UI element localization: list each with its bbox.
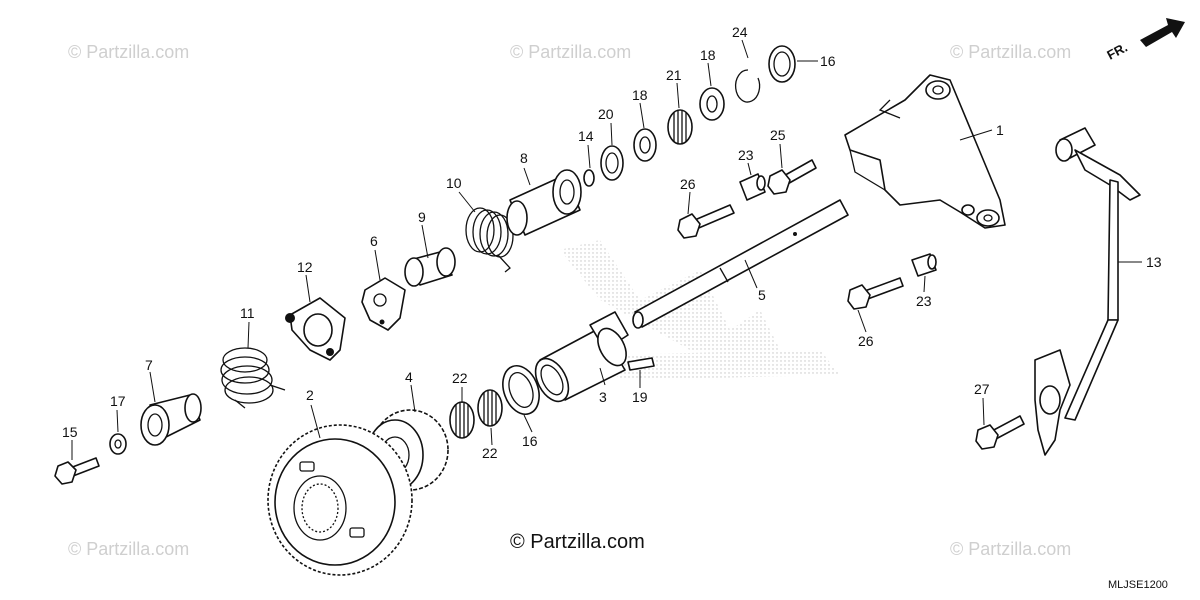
part-16-washer-lower xyxy=(502,364,540,416)
callout-16-lower: 16 xyxy=(522,433,538,449)
part-9-collar xyxy=(404,247,456,287)
callout-5: 5 xyxy=(758,287,766,303)
part-18-washer-a xyxy=(633,128,657,162)
part-23-dowel-a xyxy=(739,173,766,201)
callout-16-upper: 16 xyxy=(820,53,836,69)
watermark-bottom-right: © Partzilla.com xyxy=(950,539,1071,559)
callout-10: 10 xyxy=(446,175,462,191)
callout-17: 17 xyxy=(110,393,126,409)
callout-23-b: 23 xyxy=(916,293,932,309)
callout-26-b: 26 xyxy=(858,333,874,349)
part-1-housing xyxy=(844,74,1006,229)
callout-labels: 1 2 3 4 5 6 7 8 9 10 11 12 13 14 15 16 1… xyxy=(62,24,1162,461)
part-11-spring xyxy=(220,347,286,409)
part-8-drum-center xyxy=(506,169,582,236)
callout-20: 20 xyxy=(598,106,614,122)
callout-4: 4 xyxy=(405,369,413,385)
watermark-bottom-left: © Partzilla.com xyxy=(68,539,189,559)
part-5-shaft xyxy=(632,199,849,329)
copyright-text: © Partzilla.com xyxy=(510,531,645,553)
callout-27: 27 xyxy=(974,381,990,397)
part-20-washer xyxy=(600,145,624,181)
diagram-code: MLJSE1200 xyxy=(1108,579,1168,591)
callout-18-upper: 18 xyxy=(700,47,716,63)
callout-7: 7 xyxy=(145,357,153,373)
part-2-large-gear xyxy=(267,424,413,576)
part-27-bolt xyxy=(975,415,1025,450)
callout-19: 19 xyxy=(632,389,648,405)
callout-6: 6 xyxy=(370,233,378,249)
part-14-ring xyxy=(583,169,595,187)
part-10-spring xyxy=(465,207,514,273)
part-18-washer-b xyxy=(699,87,725,121)
callout-14: 14 xyxy=(578,128,594,144)
part-22-needle-bearing-a xyxy=(449,401,475,439)
part-12-stopper-plate xyxy=(285,297,346,361)
callout-8: 8 xyxy=(520,150,528,166)
part-25-bolt xyxy=(767,159,817,195)
part-16-washer-upper xyxy=(768,45,796,83)
arrow-icon xyxy=(1140,18,1185,47)
part-22-needle-bearing-b xyxy=(477,389,503,427)
part-26-bolt-a xyxy=(677,204,735,239)
part-17-washer xyxy=(109,433,127,455)
front-direction-arrow: FR. xyxy=(1104,18,1185,63)
watermark-top-center: © Partzilla.com xyxy=(510,42,631,62)
callout-1: 1 xyxy=(996,122,1004,138)
watermark-top-left: © Partzilla.com xyxy=(68,42,189,62)
callout-15: 15 xyxy=(62,424,78,440)
front-label: FR. xyxy=(1104,40,1130,63)
part-3-drum-tube xyxy=(534,311,629,403)
callout-18-lower: 18 xyxy=(632,87,648,103)
callout-11: 11 xyxy=(240,305,255,321)
part-21-needle-bearing xyxy=(667,109,693,145)
watermark-top-right: © Partzilla.com xyxy=(950,42,1071,62)
callout-22-b: 22 xyxy=(482,445,498,461)
part-24-circlip xyxy=(734,69,761,103)
leader-lines xyxy=(71,39,1142,460)
callout-26-a: 26 xyxy=(680,176,696,192)
callout-3: 3 xyxy=(599,389,607,405)
callout-25: 25 xyxy=(770,127,786,143)
part-19-pin xyxy=(627,357,655,371)
callout-9: 9 xyxy=(418,209,426,225)
callout-24: 24 xyxy=(732,24,748,40)
callout-22-a: 22 xyxy=(452,370,468,386)
callout-13: 13 xyxy=(1146,254,1162,270)
part-26-bolt-b xyxy=(847,277,904,310)
callout-21: 21 xyxy=(666,67,682,83)
part-6-plate xyxy=(361,277,406,331)
callout-23-a: 23 xyxy=(738,147,754,163)
part-13-shift-arm xyxy=(1034,127,1141,456)
callout-2: 2 xyxy=(306,387,314,403)
part-15-bolt xyxy=(54,457,100,485)
part-23-dowel-b xyxy=(911,253,937,277)
part-7-collar xyxy=(140,393,202,446)
callout-12: 12 xyxy=(297,259,313,275)
